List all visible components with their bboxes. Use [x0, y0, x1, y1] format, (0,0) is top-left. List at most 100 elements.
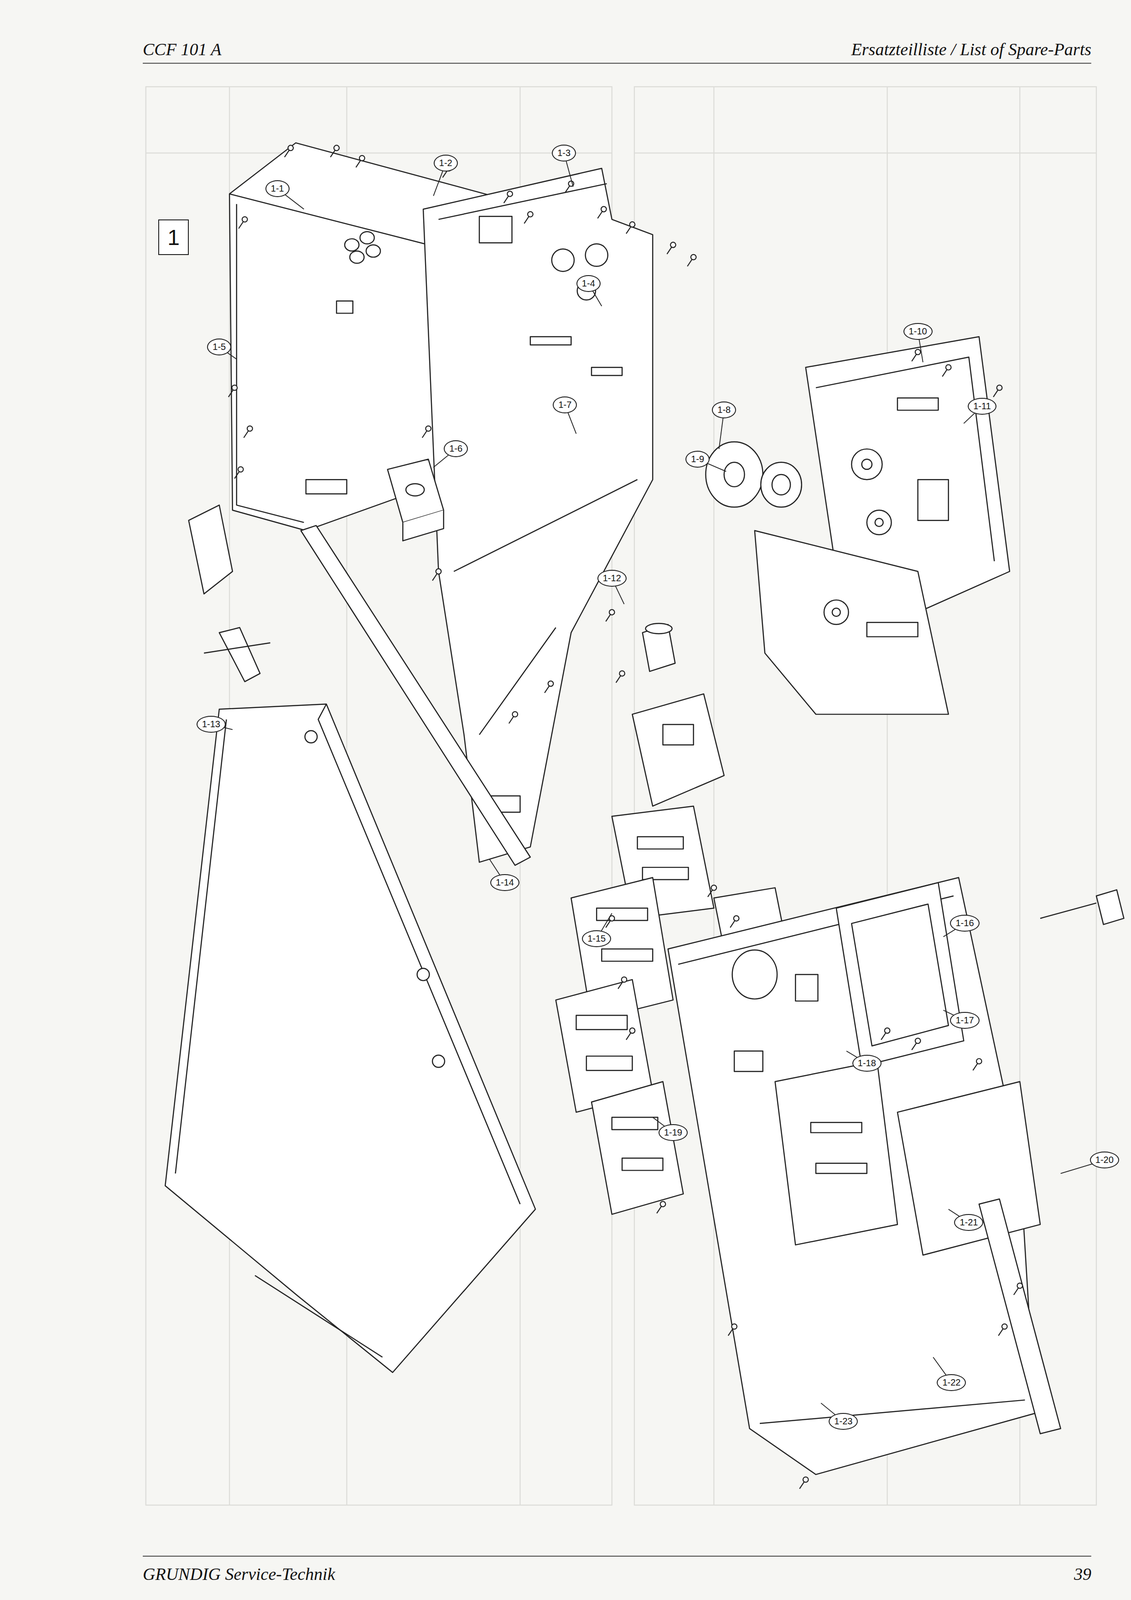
- part-outline: [832, 607, 841, 617]
- callout-text: 1-14: [495, 876, 514, 888]
- screw: [730, 915, 739, 928]
- part-outline: [836, 882, 965, 1067]
- part-outline: [417, 968, 430, 981]
- part-outline: [336, 300, 353, 314]
- screw: [617, 976, 627, 989]
- callout-text: 1-9: [690, 453, 705, 465]
- part-outline: [866, 622, 919, 637]
- part-outline: [815, 1162, 867, 1173]
- part-outline: [815, 357, 995, 561]
- part-outline: [306, 479, 347, 494]
- part-outline: [575, 1014, 628, 1029]
- part-outline: [479, 216, 513, 243]
- callout-number: 1-16: [949, 914, 980, 932]
- screw: [503, 191, 513, 203]
- screw-head: [619, 670, 625, 676]
- callout-number: 1-23: [828, 1412, 858, 1430]
- screw-head: [731, 1323, 737, 1329]
- part-outline: [732, 949, 778, 999]
- part-outline: [760, 461, 802, 507]
- screw: [284, 145, 294, 157]
- callout-text: 1-6: [449, 443, 463, 454]
- screw: [508, 711, 518, 724]
- part-outline: [705, 441, 763, 507]
- screw: [656, 1200, 666, 1213]
- part-outline: [824, 599, 849, 625]
- part-outline: [1096, 889, 1124, 924]
- part-outline: [203, 642, 270, 653]
- callout-number: 1-1: [265, 180, 290, 198]
- screw: [330, 145, 340, 157]
- screw-head: [359, 155, 365, 161]
- callout-text: 1-19: [664, 1126, 683, 1138]
- part-outline: [344, 238, 359, 251]
- part-outline: [632, 693, 724, 806]
- part-outline: [775, 1060, 898, 1245]
- figure-number: 1: [167, 224, 180, 250]
- callout-text: 1-23: [834, 1415, 853, 1427]
- callout-number: 1-8: [711, 401, 737, 419]
- screw: [544, 680, 554, 693]
- screw-head: [1016, 1282, 1023, 1288]
- rule-lines: [142, 63, 1092, 1556]
- part-outline: [724, 461, 745, 487]
- callout-text: 1-5: [212, 341, 226, 353]
- part-outline: [349, 250, 364, 264]
- screw: [523, 211, 533, 224]
- screw: [881, 1027, 890, 1040]
- screw: [687, 254, 696, 267]
- screw: [799, 1476, 809, 1489]
- screw: [993, 384, 1002, 397]
- part-outline: [359, 231, 374, 244]
- part-outline: [918, 479, 949, 520]
- screw-head: [690, 254, 697, 260]
- part-outline: [236, 203, 305, 523]
- callout-text: 1-22: [942, 1376, 961, 1388]
- part-outline: [861, 458, 872, 469]
- screw-head: [915, 349, 921, 355]
- screw-head: [247, 425, 253, 432]
- screw-head: [711, 884, 717, 891]
- screw-head: [733, 915, 740, 921]
- callout-number: 1-5: [207, 338, 232, 356]
- screw-head: [996, 384, 1003, 391]
- part-outline: [188, 504, 233, 594]
- screw-head: [601, 206, 607, 213]
- callout-text: 1-20: [1095, 1154, 1114, 1165]
- callout-text: 1-4: [581, 278, 596, 289]
- screw: [911, 349, 921, 362]
- callout-number: 1-4: [576, 274, 601, 292]
- screw-head: [238, 466, 244, 473]
- part-outline: [596, 907, 648, 921]
- callout-text: 1-16: [955, 917, 974, 929]
- callout-text: 1-2: [439, 157, 453, 169]
- callout-number: 1-18: [852, 1054, 882, 1072]
- part-outline: [165, 703, 536, 1372]
- part-outline: [145, 152, 613, 154]
- screw-head: [1001, 1323, 1008, 1329]
- screw: [234, 466, 244, 479]
- part-outline: [897, 397, 939, 410]
- part-outline: [897, 1081, 1041, 1255]
- part-outline: [405, 483, 425, 496]
- part-outline: [637, 836, 684, 849]
- part-outline: [622, 1157, 663, 1171]
- callout-number: 1-13: [196, 715, 226, 733]
- part-outline: [530, 336, 571, 345]
- callout-text: 1-8: [717, 404, 731, 416]
- part-outline: [1040, 902, 1097, 919]
- screw: [228, 384, 238, 397]
- screw: [667, 242, 676, 255]
- parts: [165, 142, 1124, 1474]
- part-outline: [438, 183, 638, 735]
- callout-number: 1-22: [936, 1373, 966, 1391]
- page-header: CCF 101 A: [142, 39, 222, 60]
- callout-number: 1-17: [949, 1011, 980, 1029]
- callout-number: 1-20: [1089, 1151, 1120, 1168]
- screw-head: [425, 425, 431, 432]
- callout-text: 1-3: [557, 147, 571, 159]
- callout-text: 1-1: [270, 183, 285, 194]
- callout-text: 1-13: [202, 718, 221, 730]
- part-outline: [713, 86, 715, 1505]
